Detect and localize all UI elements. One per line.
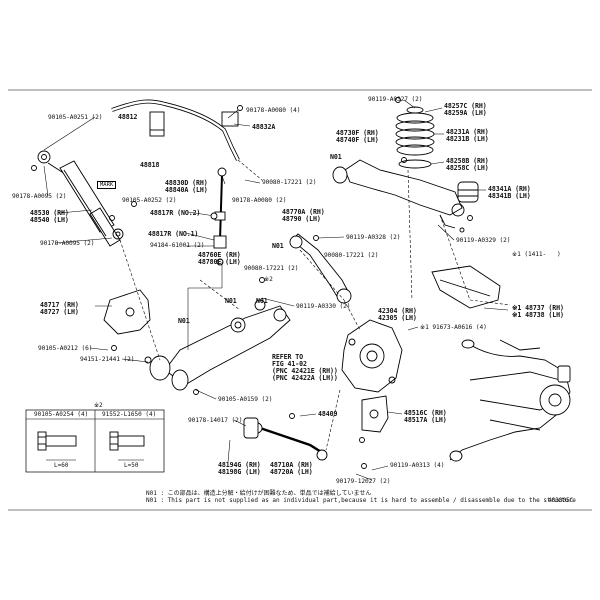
- part-label: N01: [225, 297, 237, 305]
- part-label: N01: [272, 242, 284, 250]
- part-label: 48530 (RH) 48540 (LH): [30, 209, 69, 224]
- bolt-size-2: L=50: [124, 462, 139, 469]
- part-label: 94151-21441 (2): [80, 356, 135, 363]
- part-label: 90178-A0095 (2): [40, 240, 95, 247]
- part-label: 94184-61001 (2): [150, 242, 205, 249]
- part-label: 90080-17221 (2): [324, 252, 379, 259]
- part-label: 48710A (RH) 48720A (LH): [270, 461, 313, 476]
- part-label: 48760E (RH) 48780E (LH): [198, 251, 241, 266]
- part-label: ※1 91673-A0616 (4): [420, 324, 487, 331]
- shock-absorber-illustration: [37, 150, 124, 247]
- part-label: 90105-A0252 (2): [122, 197, 177, 204]
- part-label: 48818: [140, 161, 160, 169]
- bolt-part-1: 90105-A0254 (4): [34, 411, 89, 418]
- note-japanese: N01 : この部品は、構造上分解・給付けが困難なため、単品では補給していません: [146, 490, 372, 497]
- part-label: 90080-17221 (2): [262, 179, 317, 186]
- fasteners: [31, 97, 473, 469]
- part-label: 48258B (RH) 48258C (LH): [446, 157, 489, 172]
- note-english: N01 : This part is not supplied as an in…: [146, 497, 576, 504]
- bracket-48516c-illustration: [361, 395, 389, 433]
- stabilizer-bar-illustration: [111, 99, 243, 161]
- part-label: 48257C (RH) 48259A (LH): [444, 102, 487, 117]
- part-label: N01: [256, 297, 268, 305]
- part-label: 48832A: [252, 123, 276, 131]
- part-label: 90105-A0212 (6): [38, 345, 93, 352]
- part-label: ※2: [264, 276, 273, 283]
- coil-spring-illustration: [395, 106, 435, 169]
- bump-stopper-illustration: [457, 181, 479, 203]
- part-label: 90119-A0330 (2): [296, 303, 351, 310]
- knuckle-illustration: [341, 319, 403, 393]
- toe-control-arm-illustration: [289, 233, 352, 304]
- part-label: 48409: [318, 410, 338, 418]
- part-label: 90105-A0251 (2): [48, 114, 103, 121]
- bolt-part-2: 91552-L1650 (4): [102, 411, 157, 418]
- part-label: 48830D (RH) 48840A (LH): [165, 179, 208, 194]
- part-label: 48341A (RH) 48341B (LH): [488, 185, 531, 200]
- suspension-assembly-illustration: [449, 339, 571, 462]
- stabilizer-link-illustration: [213, 167, 227, 266]
- part-label: 48231A (RH) 48231B (LH): [446, 128, 489, 143]
- part-label: 48194G (RH) 48198G (LH): [218, 461, 261, 476]
- part-label: 90080-17221 (2): [244, 265, 299, 272]
- part-label: 90105-A0159 (2): [218, 396, 273, 403]
- figure-code: 483805C: [548, 497, 574, 504]
- part-label: 90179-12027 (2): [336, 478, 391, 485]
- part-label: REFER TO FIG 41-02 (PNC 42421E (RH)) (PN…: [272, 353, 338, 382]
- part-label: 90178-14017 (2): [188, 417, 243, 424]
- bolt-detail-box: [25, 409, 165, 473]
- part-label: 48770A (RH) 48790 (LH): [282, 208, 325, 223]
- callout-lines: [43, 99, 509, 481]
- part-label: 90178-A0080 (4): [246, 107, 301, 114]
- part-label: 48817R (NO.1): [148, 230, 199, 238]
- part-label: 90119-A0328 (2): [346, 234, 401, 241]
- part-label: N01: [178, 317, 190, 325]
- part-label: 48730F (RH) 48740F (LH): [336, 129, 379, 144]
- part-label: N01: [330, 153, 342, 161]
- part-label: 48817R (NO.2): [150, 209, 201, 217]
- bolt-box-note: ※2: [94, 402, 103, 409]
- part-label: 48812: [118, 113, 138, 121]
- part-label: 90119-A0329 (2): [456, 237, 511, 244]
- bolt-size-1: L=60: [54, 462, 69, 469]
- part-label: 42304 (RH) 42305 (LH): [378, 307, 417, 322]
- rear-lower-link-illustration: [243, 417, 328, 461]
- mark-label: MARK: [97, 181, 117, 189]
- bracket-illustration: [103, 289, 151, 335]
- part-label: 90178-A0080 (2): [232, 197, 287, 204]
- upper-control-arm-illustration: [332, 159, 465, 229]
- part-label: 90119-A0327 (2): [368, 96, 423, 103]
- part-label: ※1 (1411- ): [512, 251, 561, 258]
- leader-lines: [119, 159, 511, 451]
- part-label: 90119-A0313 (4): [390, 462, 445, 469]
- part-label: ※1 48737 (RH) ※1 48738 (LH): [512, 304, 564, 319]
- mud-guard-illustration: [431, 265, 501, 309]
- part-label: 48717 (RH) 48727 (LH): [40, 301, 79, 316]
- lower-arm-illustration: [149, 299, 291, 391]
- part-label: 48516C (RH) 48517A (LH): [404, 409, 447, 424]
- part-label: 90178-A0095 (2): [12, 193, 67, 200]
